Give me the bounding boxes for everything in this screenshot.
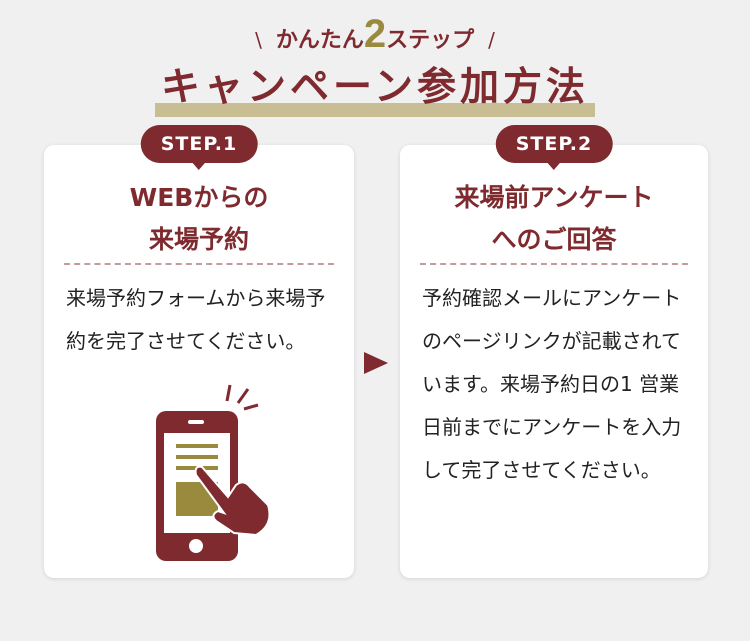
subtitle-post: ステップ	[386, 28, 475, 53]
step-description: 予約確認メールにアンケートのページリンクが記載されています。来場予約日の1 営業…	[422, 286, 682, 482]
step-badge: STEP.1	[140, 125, 258, 170]
page-title: キャンペーン参加方法	[154, 56, 596, 117]
next-arrow-icon	[364, 352, 388, 374]
step-title: WEBからの来場予約	[129, 183, 269, 254]
step-description: 来場予約フォームから来場予約を完了させてください。	[66, 286, 326, 353]
step-title: 来場前アンケートへのご回答	[454, 183, 654, 254]
step-count: 2	[363, 12, 387, 56]
step-badge: STEP.2	[495, 125, 613, 170]
divider	[64, 263, 334, 265]
divider	[420, 263, 688, 265]
step-1-card: STEP.1 WEBからの来場予約 来場予約フォームから来場予約を完了させてくだ…	[44, 125, 354, 578]
smartphone-tap-icon	[156, 384, 271, 561]
subtitle: \かんたん2ステップ/	[255, 12, 495, 56]
step-2-card: STEP.2 来場前アンケートへのご回答 予約確認メールにアンケートのページリン…	[400, 125, 708, 578]
subtitle-pre: かんたん	[275, 28, 364, 53]
